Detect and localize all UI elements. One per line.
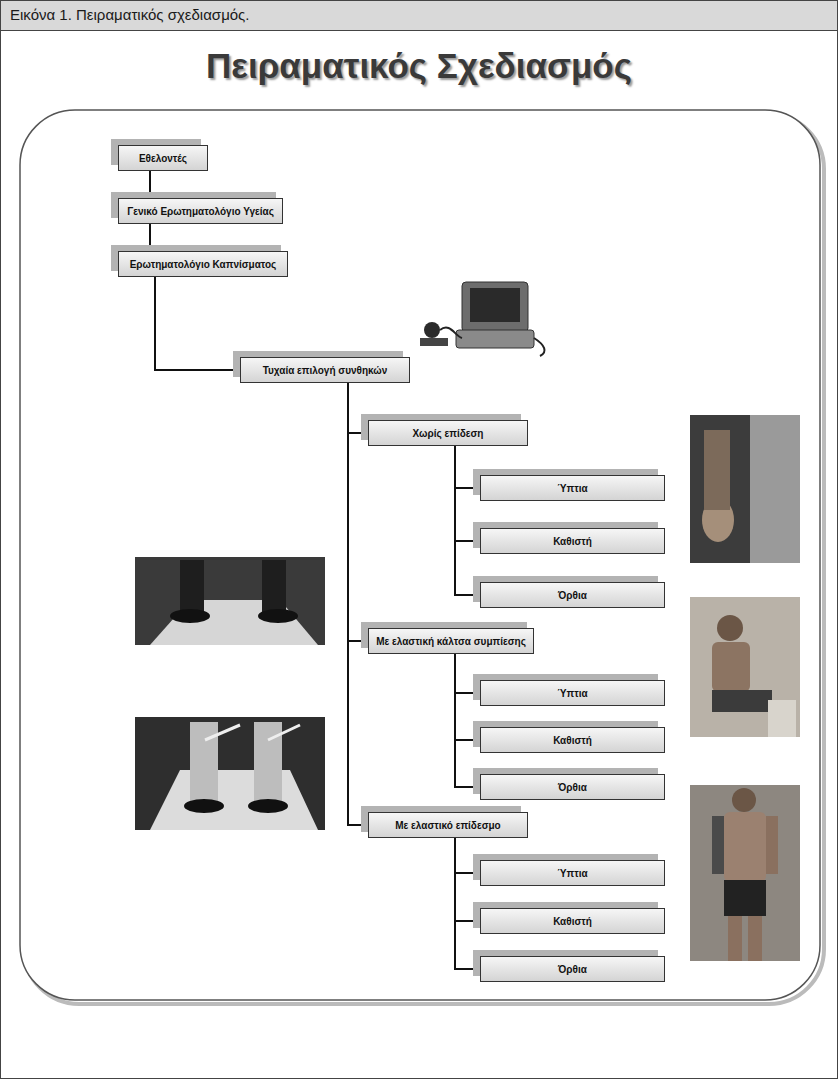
box-label: Ύπτια — [557, 483, 587, 494]
title-text: Πειραματικός Σχεδιασμός — [206, 46, 632, 85]
process-box: Τυχαία επιλογή συνθηκών — [240, 357, 410, 383]
tree-connector — [455, 838, 480, 873]
process-box: Όρθια — [480, 956, 665, 982]
box-label: Ύπτια — [557, 868, 587, 879]
photo-standing — [690, 785, 800, 961]
photo-seated — [690, 597, 800, 737]
process-box: Καθιστή — [480, 727, 665, 753]
process-box: Χωρίς επίδεση — [368, 420, 528, 446]
process-box: Ύπτια — [480, 680, 665, 706]
box-label: Καθιστή — [553, 536, 592, 547]
tree-connector — [455, 446, 480, 488]
process-box: Με ελαστική κάλτσα συμπίεσης — [368, 628, 534, 654]
rounded-frame — [20, 110, 820, 1000]
tree-connector — [455, 654, 480, 787]
box-label: Χωρίς επίδεση — [413, 428, 484, 439]
process-box: Ύπτια — [480, 860, 665, 886]
tree-connector — [348, 383, 368, 433]
box-label: Γενικό Ερωτηματολόγιο Υγείας — [127, 206, 274, 217]
figure-caption: Εικόνα 1. Πειραματικός σχεδιασμός. — [0, 0, 838, 30]
box-label: Με ελαστική κάλτσα συμπίεσης — [376, 636, 526, 647]
photo-supine — [690, 415, 800, 563]
caption-text: Εικόνα 1. Πειραματικός σχεδιασμός. — [10, 6, 250, 23]
box-label: Όρθια — [558, 590, 587, 601]
box-label: Καθιστή — [553, 916, 592, 927]
tree-connector — [348, 383, 368, 825]
process-box: Καθιστή — [480, 528, 665, 554]
box-label: Όρθια — [558, 782, 587, 793]
tree-connector — [455, 838, 480, 921]
tree-connector — [155, 277, 240, 370]
box-label: Καθιστή — [553, 735, 592, 746]
box-label: Ερωτηματολόγιο Καπνίσματος — [130, 259, 277, 270]
photo-stockings — [135, 717, 325, 830]
tree-connector — [149, 224, 151, 251]
process-box: Με ελαστικό επίδεσμο — [368, 812, 528, 838]
process-box: Εθελοντές — [118, 145, 208, 171]
monitor-device — [420, 282, 545, 356]
process-box: Ερωτηματολόγιο Καπνίσματος — [118, 251, 288, 277]
tree-connector — [455, 446, 480, 595]
box-label: Ύπτια — [557, 688, 587, 699]
tree-connector — [149, 171, 151, 198]
tree-connector — [455, 838, 480, 969]
photo-feet — [135, 557, 325, 645]
box-label: Εθελοντές — [139, 153, 187, 164]
process-box: Όρθια — [480, 774, 665, 800]
process-box: Όρθια — [480, 582, 665, 608]
tree-connector — [455, 654, 480, 693]
box-label: Με ελαστικό επίδεσμο — [395, 820, 500, 831]
tree-connector — [455, 446, 480, 541]
caption-band — [1, 1, 838, 31]
tree-connector — [455, 654, 480, 740]
box-label: Όρθια — [558, 964, 587, 975]
process-box: Ύπτια — [480, 475, 665, 501]
diagram-title: Πειραματικός Σχεδιασμός — [0, 46, 838, 86]
process-box: Γενικό Ερωτηματολόγιο Υγείας — [118, 198, 283, 224]
tree-connector — [348, 383, 368, 641]
box-label: Τυχαία επιλογή συνθηκών — [263, 365, 388, 376]
process-box: Καθιστή — [480, 908, 665, 934]
